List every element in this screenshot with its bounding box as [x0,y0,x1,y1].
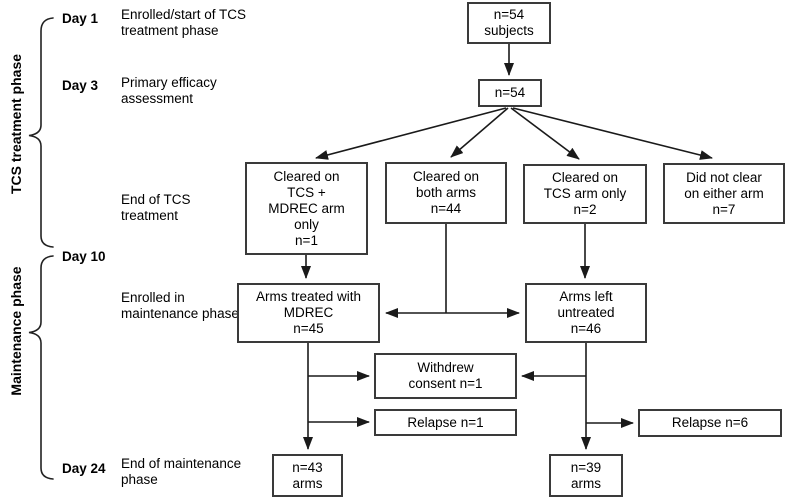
box-relapse-mdrec-arm: Relapse n=1 [374,409,517,436]
flow-arrows [301,44,713,450]
brace-maintenance-phase [28,255,54,480]
box-cleared-tcs-arm-only: Cleared on TCS arm only n=2 [523,164,647,224]
box-did-not-clear: Did not clear on either arm n=7 [663,163,785,224]
box-cleared-tcs-mdrec-only: Cleared on TCS + MDREC arm only n=1 [245,162,368,255]
stage-desc-enrolled-start: Enrolled/start of TCS treatment phase [121,7,247,38]
day-label-24: Day 24 [62,461,106,476]
box-arms-treated-mdrec: Arms treated with MDREC n=45 [237,283,380,343]
phase-label-tcs-treatment: TCS treatment phase [8,53,24,195]
box-relapse-untreated-arm: Relapse n=6 [638,409,782,437]
stage-desc-primary-efficacy: Primary efficacy assessment [121,75,217,106]
day-label-3: Day 3 [62,78,99,93]
box-efficacy-assessment: n=54 [478,79,542,107]
phase-label-maintenance: Maintenance phase [8,266,24,396]
box-end-maintenance-mdrec: n=43 arms [272,454,343,497]
day-label-1: Day 1 [62,11,99,26]
brace-tcs-phase [28,17,54,248]
box-end-maintenance-untreated: n=39 arms [549,454,623,497]
box-withdrew-consent: Withdrew consent n=1 [374,353,517,399]
stage-desc-end-tcs: End of TCS treatment [121,192,191,223]
day-label-10: Day 10 [62,249,106,264]
box-arms-left-untreated: Arms left untreated n=46 [525,283,647,343]
box-enrolled-subjects: n=54 subjects [467,2,551,44]
box-cleared-both-arms: Cleared on both arms n=44 [385,162,507,224]
stage-desc-end-maintenance: End of maintenance phase [121,456,242,487]
stage-desc-enrolled-maintenance: Enrolled in maintenance phase [121,290,239,321]
